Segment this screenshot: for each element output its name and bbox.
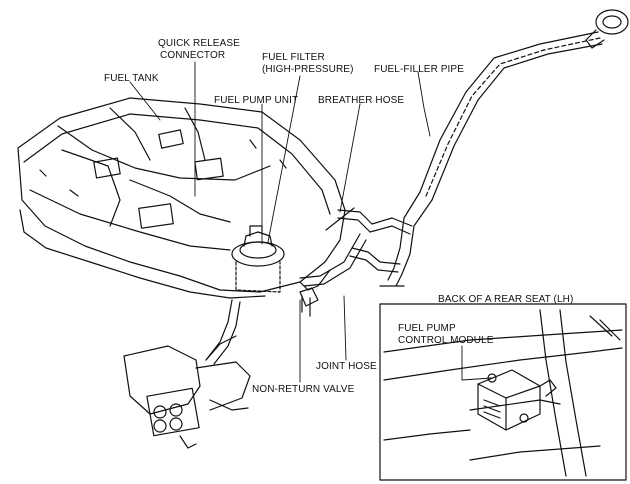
fuel-filter-label-line1: FUEL FILTER [262,52,325,63]
fuel-pump-unit-label: FUEL PUMP UNIT [214,95,299,106]
fuel-filter-label-line2: (HIGH-PRESSURE) [262,64,354,75]
fuel-pump-control-module [477,369,557,431]
breather-hose-label: BREATHER HOSE [318,95,405,106]
leader-lines [129,61,493,383]
fuel-filler-pipe-label: FUEL-FILLER PIPE [374,64,464,75]
non-return-valve-label: NON-RETURN VALVE [252,384,355,395]
fuel-tank [17,97,346,299]
joint-hose [205,233,367,365]
fuel-pump-control-module-label-line1: FUEL PUMP [398,323,456,334]
fuel-pump-unit [231,225,285,293]
canister-assembly [123,335,251,449]
non-return-valve [299,287,319,317]
quick-release-connector-label-line1: QUICK RELEASE [158,38,240,49]
fuel-filler-pipe [379,9,629,287]
joint-hose-label: JOINT HOSE [316,361,377,372]
fuel-pump-control-module-label-line2: CONTROL MODULE [398,335,494,346]
quick-release-connector-label-line2: CONNECTOR [160,50,226,61]
inset-title: BACK OF A REAR SEAT (LH) [438,294,574,305]
breather-hose [325,207,413,273]
fuel-tank-label: FUEL TANK [104,73,159,84]
